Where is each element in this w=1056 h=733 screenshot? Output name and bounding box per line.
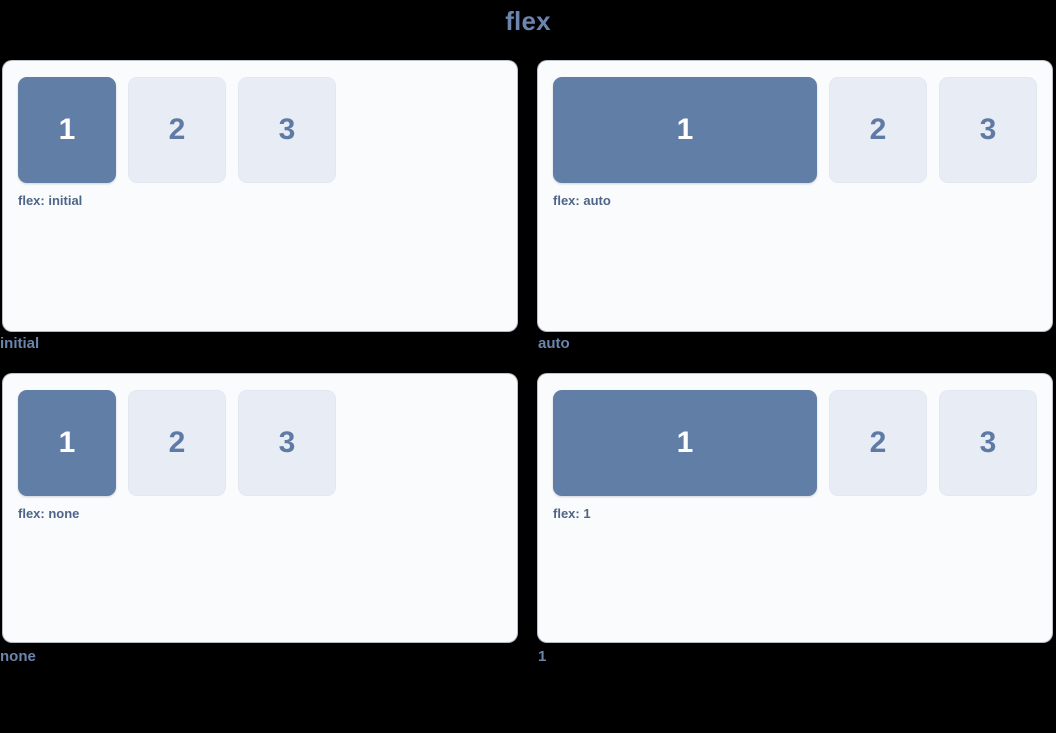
flex-container-auto: 1 2 3 <box>553 77 1037 183</box>
demo-panel-initial: 1 2 3 flex: initial <box>3 61 517 331</box>
flex-note-one: flex: 1 <box>553 506 591 521</box>
flex-item-3[interactable]: 3 <box>939 77 1037 183</box>
flex-item-3[interactable]: 3 <box>939 390 1037 496</box>
flex-container-initial: 1 2 3 <box>18 77 502 183</box>
flex-container-one: 1 2 3 <box>553 390 1037 496</box>
demo-panel-one: 1 2 3 flex: 1 <box>538 374 1052 642</box>
demo-cell-auto: 1 2 3 flex: auto auto <box>538 61 1052 352</box>
flex-item-2[interactable]: 2 <box>128 390 226 496</box>
demo-cell-none: 1 2 3 flex: none none <box>0 374 517 665</box>
flex-item-1[interactable]: 1 <box>18 390 116 496</box>
flex-item-3[interactable]: 3 <box>238 77 336 183</box>
flex-item-1[interactable]: 1 <box>553 77 817 183</box>
flex-container-none: 1 2 3 <box>18 390 502 496</box>
flex-item-1[interactable]: 1 <box>18 77 116 183</box>
demo-cell-initial: 1 2 3 flex: initial initial <box>0 61 517 352</box>
flex-note-auto: flex: auto <box>553 193 611 208</box>
demo-cell-one: 1 2 3 flex: 1 1 <box>538 374 1052 665</box>
demo-label-one: 1 <box>538 648 547 665</box>
flex-item-1[interactable]: 1 <box>553 390 817 496</box>
flex-item-3[interactable]: 3 <box>238 390 336 496</box>
demo-label-none: none <box>0 648 36 665</box>
flex-note-initial: flex: initial <box>18 193 83 208</box>
flex-item-2[interactable]: 2 <box>128 77 226 183</box>
demo-panel-auto: 1 2 3 flex: auto <box>538 61 1052 331</box>
flex-note-none: flex: none <box>18 506 80 521</box>
page-title: flex <box>505 6 551 36</box>
flex-demo-grid: 1 2 3 flex: initial initial 1 2 3 flex: … <box>0 61 1053 665</box>
demo-label-auto: auto <box>538 335 570 352</box>
demo-panel-none: 1 2 3 flex: none <box>3 374 517 642</box>
flex-item-2[interactable]: 2 <box>829 77 927 183</box>
demo-label-initial: initial <box>0 335 40 352</box>
flex-item-2[interactable]: 2 <box>829 390 927 496</box>
